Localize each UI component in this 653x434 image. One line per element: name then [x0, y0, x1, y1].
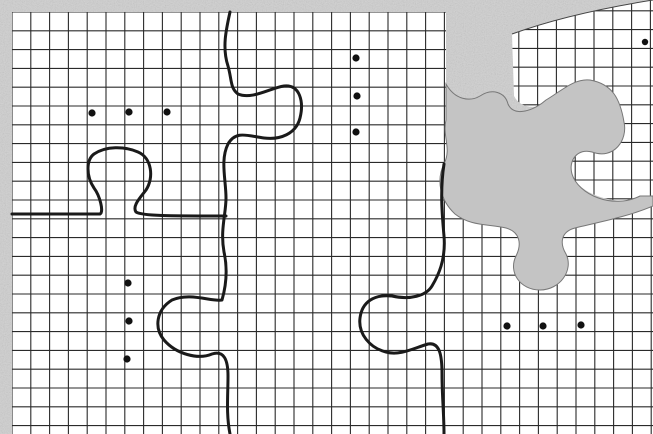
dot [352, 54, 359, 61]
dot [123, 355, 130, 362]
dot [503, 322, 510, 329]
dot [352, 128, 359, 135]
dot [163, 108, 170, 115]
dot [124, 279, 131, 286]
dot [88, 109, 95, 116]
dot [642, 39, 648, 45]
dot [539, 322, 546, 329]
dot [125, 108, 132, 115]
dot [577, 321, 584, 328]
dot [125, 317, 132, 324]
dot [353, 92, 360, 99]
